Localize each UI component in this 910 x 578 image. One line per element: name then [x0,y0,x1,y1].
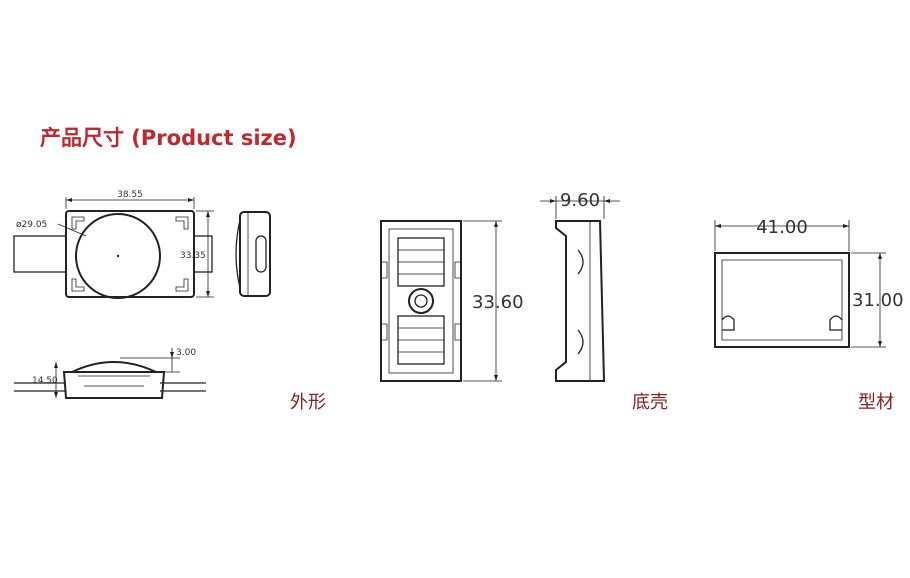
corner-clip [175,278,189,292]
dim-lens-height: 3.00 [176,348,196,358]
dim-module-height: 33.35 [180,251,206,261]
module-end-view [235,211,271,297]
caption-bottom-shell: 底壳 [632,392,668,413]
end-lens-curve [235,219,241,289]
profile-outer [714,252,850,348]
rail-left [13,235,67,273]
shell-side-outline [555,220,606,382]
module-top-view: 38.55 ø29.05 33.35 [13,190,214,299]
dim-module-width: 38.55 [117,190,143,200]
dim-shell-depth: 9.60 [560,190,600,211]
dim-profile-height: 31.00 [852,290,904,311]
shell-outline [380,220,462,382]
lens-center [116,254,120,258]
profile-lip-right [829,315,843,331]
front-body [62,371,166,399]
corner-clip [175,216,189,230]
end-slot [255,235,267,273]
caption-profile: 型材 [858,392,894,413]
profile-section: 41.00 31.00 [714,217,904,348]
corner-clip [71,216,85,230]
page-title: 产品尺寸 (Product size) [40,126,297,150]
caption-appearance: 外形 [290,392,326,413]
shell-side-view: 9.60 [540,190,620,382]
end-body [239,211,271,297]
module-front-view: 3.00 14.50 [14,348,206,399]
profile-lip-left [721,315,735,331]
dim-shell-length: 33.60 [472,292,524,313]
corner-clip [71,278,85,292]
dim-lens-diameter: ø29.05 [16,220,47,230]
module-body [65,210,195,298]
dim-profile-width: 41.00 [756,217,808,238]
dim-side-height: 14.50 [32,376,58,386]
front-lens-dome [71,361,157,373]
lens-circle [75,213,161,299]
shell-top-view: 33.60 [380,220,524,382]
center-hole [408,288,434,314]
